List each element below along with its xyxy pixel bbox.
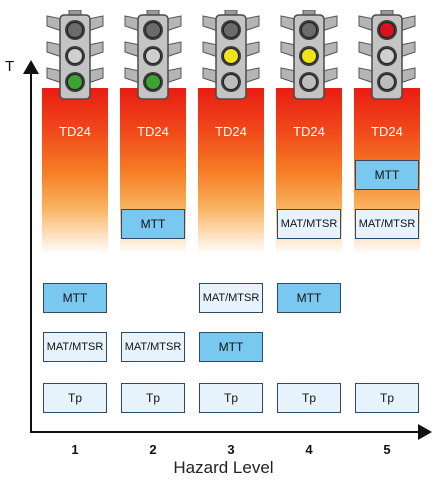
lamp-top bbox=[67, 22, 83, 38]
hazard-gradient bbox=[42, 88, 108, 254]
lamp-bottom bbox=[145, 74, 161, 90]
traffic-light-icon bbox=[358, 10, 416, 100]
lamp-middle bbox=[379, 48, 395, 64]
indicator-box-mtt: MTT bbox=[121, 209, 185, 239]
x-tick-label: 5 bbox=[383, 442, 391, 457]
indicator-box-tp: Tp bbox=[43, 383, 107, 413]
hazard-gradient bbox=[198, 88, 264, 254]
indicator-box-mat-mtsr: MAT/MTSR bbox=[121, 332, 185, 362]
lamp-middle bbox=[67, 48, 83, 64]
indicator-box-mat-mtsr: MAT/MTSR bbox=[277, 209, 341, 239]
traffic-light-icon bbox=[202, 10, 260, 100]
indicator-box-tp: Tp bbox=[121, 383, 185, 413]
x-tick-label: 4 bbox=[305, 442, 313, 457]
td-label: TD24 bbox=[215, 124, 247, 139]
lamp-top bbox=[223, 22, 239, 38]
y-axis-line bbox=[30, 70, 32, 432]
indicator-box-mtt: MTT bbox=[199, 332, 263, 362]
lamp-middle bbox=[223, 48, 239, 64]
y-axis-arrow bbox=[23, 60, 39, 74]
indicator-box-mat-mtsr: MAT/MTSR bbox=[43, 332, 107, 362]
lamp-bottom bbox=[301, 74, 317, 90]
lamp-top bbox=[379, 22, 395, 38]
traffic-light-icon bbox=[46, 10, 104, 100]
x-tick-label: 2 bbox=[149, 442, 157, 457]
indicator-box-tp: Tp bbox=[355, 383, 419, 413]
traffic-light-icon bbox=[124, 10, 182, 100]
indicator-box-tp: Tp bbox=[277, 383, 341, 413]
lamp-bottom bbox=[223, 74, 239, 90]
indicator-box-mtt: MTT bbox=[43, 283, 107, 313]
indicator-box-mat-mtsr: MAT/MTSR bbox=[199, 283, 263, 313]
y-axis-label: T bbox=[5, 58, 15, 75]
lamp-bottom bbox=[379, 74, 395, 90]
td-label: TD24 bbox=[293, 124, 325, 139]
lamp-middle bbox=[145, 48, 161, 64]
td-label: TD24 bbox=[137, 124, 169, 139]
indicator-box-mtt: MTT bbox=[277, 283, 341, 313]
lamp-bottom bbox=[67, 74, 83, 90]
x-axis-label: Hazard Level bbox=[173, 458, 274, 477]
x-axis-line bbox=[30, 431, 420, 433]
td-label: TD24 bbox=[59, 124, 91, 139]
x-axis-arrow bbox=[418, 424, 432, 440]
lamp-top bbox=[301, 22, 317, 38]
indicator-box-tp: Tp bbox=[199, 383, 263, 413]
lamp-middle bbox=[301, 48, 317, 64]
indicator-box-mat-mtsr: MAT/MTSR bbox=[355, 209, 419, 239]
x-tick-label: 1 bbox=[71, 442, 79, 457]
td-label: TD24 bbox=[371, 124, 403, 139]
x-tick-label: 3 bbox=[227, 442, 235, 457]
traffic-light-icon bbox=[280, 10, 338, 100]
lamp-top bbox=[145, 22, 161, 38]
indicator-box-mtt: MTT bbox=[355, 160, 419, 190]
